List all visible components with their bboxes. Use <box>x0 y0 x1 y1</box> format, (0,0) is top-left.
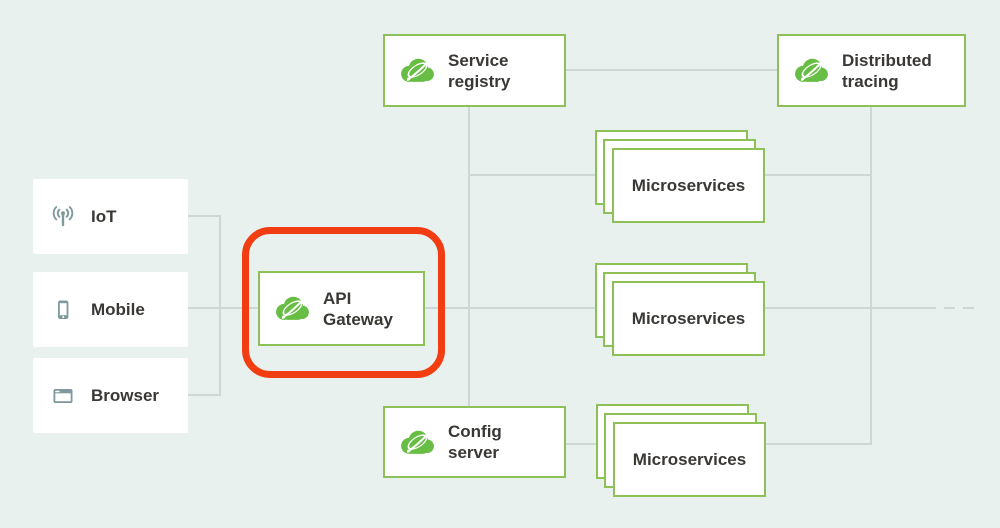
label-line-2: Gateway <box>323 309 393 329</box>
connector-dash-2 <box>963 307 974 309</box>
iot-antenna-icon <box>52 205 74 226</box>
connector-browser <box>188 394 221 396</box>
connector-microservices-1-right <box>764 174 872 176</box>
label-line-2: registry <box>448 71 511 91</box>
node-distributed-tracing-label: Distributed tracing <box>842 50 932 92</box>
connector-microservices-2-right <box>764 307 936 309</box>
stack-card-front: Microservices <box>612 281 765 356</box>
label-line-1: Config <box>448 422 502 441</box>
connector-center-vertical <box>468 106 470 407</box>
connector-branch-microservices-1 <box>468 174 597 176</box>
node-browser-label: Browser <box>91 385 160 405</box>
node-iot: IoT <box>33 179 188 254</box>
spring-cloud-icon <box>793 57 830 84</box>
connector-mobile-gateway <box>188 307 260 309</box>
node-api-gateway-label: API Gateway <box>323 288 393 330</box>
spring-cloud-icon <box>399 429 436 456</box>
label-line-2: tracing <box>842 71 899 91</box>
node-service-registry: Service registry <box>383 34 566 107</box>
spring-cloud-icon <box>274 295 311 322</box>
node-config-server-label: Config server <box>448 421 502 463</box>
node-config-server: Config server <box>383 406 566 478</box>
microservices-stack-3: Microservices <box>596 404 767 498</box>
node-service-registry-label: Service registry <box>448 50 510 92</box>
label-line-1: API <box>323 288 352 308</box>
spring-cloud-icon <box>399 57 436 84</box>
microservices-stack-2: Microservices <box>595 263 766 357</box>
connector-gateway-microservices <box>423 307 597 309</box>
microservices-label: Microservices <box>631 175 746 195</box>
connector-microservices-3-right <box>766 443 872 445</box>
label-line-1: Service <box>448 50 509 70</box>
node-browser: Browser <box>33 358 188 433</box>
node-mobile: Mobile <box>33 272 188 347</box>
node-api-gateway: API Gateway <box>258 271 425 346</box>
node-mobile-label: Mobile <box>91 299 145 319</box>
connector-clients-vertical <box>219 215 221 396</box>
microservices-label: Microservices <box>631 308 746 328</box>
node-iot-label: IoT <box>91 206 117 226</box>
node-distributed-tracing: Distributed tracing <box>777 34 966 107</box>
stack-card-front: Microservices <box>612 148 765 223</box>
connector-registry-tracing <box>565 69 778 71</box>
stack-card-front: Microservices <box>613 422 766 497</box>
label-line-2: server <box>448 443 500 462</box>
microservices-label: Microservices <box>632 449 747 469</box>
browser-window-icon <box>53 388 73 403</box>
microservices-stack-1: Microservices <box>595 130 766 224</box>
label-line-1: Distributed <box>842 50 932 70</box>
connector-tracing-vertical <box>870 106 872 445</box>
connector-dash-1 <box>944 307 955 309</box>
connector-iot <box>188 215 221 217</box>
connector-config-microservices-3 <box>565 443 598 445</box>
smartphone-icon <box>58 300 69 319</box>
